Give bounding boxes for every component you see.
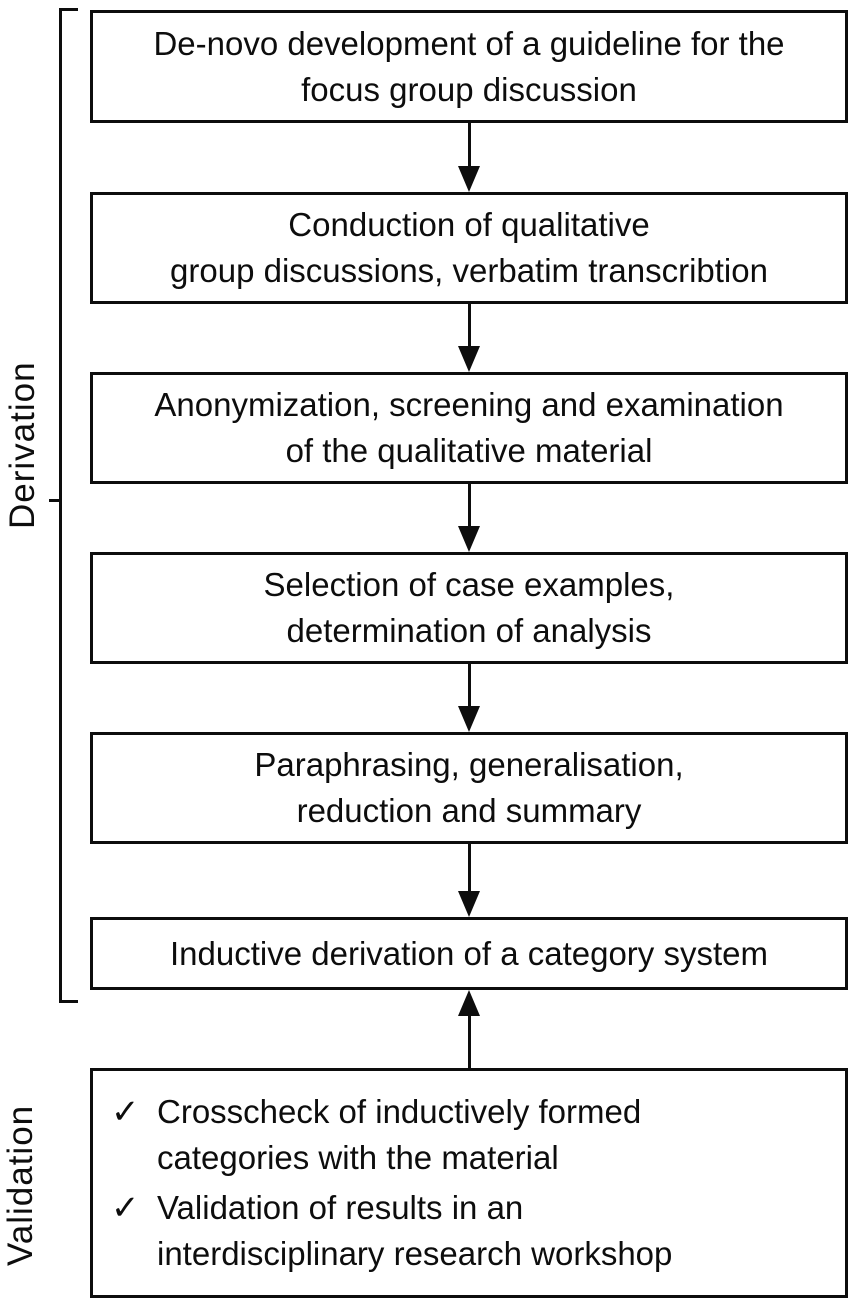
step-text-line: Selection of case examples, xyxy=(263,566,675,604)
arrow-head xyxy=(458,526,480,552)
arrow-shaft xyxy=(467,844,471,891)
checkmark-icon: ✓ xyxy=(111,1188,140,1227)
arrow-head xyxy=(458,166,480,192)
step-box-group-discussions: Conduction of qualitative group discussi… xyxy=(90,192,848,304)
validation-item-text: Validation of results in an interdiscipl… xyxy=(157,1185,827,1277)
arrow-head xyxy=(458,891,480,917)
step-box-paraphrasing: Paraphrasing, generalisation, reduction … xyxy=(90,732,848,844)
step-text-line: focus group discussion xyxy=(301,70,637,108)
step-text-line: of the qualitative material xyxy=(285,432,653,469)
arrow-shaft xyxy=(467,1016,471,1068)
validation-phase-label: Validation xyxy=(1,1104,40,1266)
step-text-line: reduction and summary xyxy=(296,792,642,829)
step-text-line: determination of analysis xyxy=(286,612,652,649)
checkmark-icon: ✓ xyxy=(111,1092,140,1131)
validation-box: ✓ Crosscheck of inductively formed categ… xyxy=(90,1068,848,1298)
derivation-bracket-top-tick xyxy=(59,8,78,11)
step-box-category-system: Inductive derivation of a category syste… xyxy=(90,917,848,990)
validation-item: ✓ Validation of results in an interdisci… xyxy=(111,1185,827,1277)
validation-item-line: Validation of results in an xyxy=(157,1188,524,1226)
flow-arrow-down-icon xyxy=(458,123,480,192)
arrow-shaft xyxy=(467,664,471,706)
arrow-head xyxy=(458,346,480,372)
arrow-head xyxy=(458,706,480,732)
arrow-head xyxy=(458,990,480,1016)
step-box-case-selection: Selection of case examples, determinatio… xyxy=(90,552,848,664)
arrow-shaft xyxy=(467,484,471,526)
step-text-line: group discussions, verbatim transcribtio… xyxy=(170,252,768,289)
flow-arrow-down-icon xyxy=(458,664,480,732)
flow-arrow-down-icon xyxy=(458,304,480,372)
flow-arrow-down-icon xyxy=(458,484,480,552)
step-text-line: Conduction of qualitative xyxy=(288,206,650,244)
step-text-line: De-novo development of a guideline for t… xyxy=(153,24,785,62)
validation-item-text: Crosscheck of inductively formed categor… xyxy=(157,1089,827,1181)
flow-arrow-down-icon xyxy=(458,844,480,917)
derivation-bracket-bottom-tick xyxy=(59,1000,78,1003)
step-text-line: Paraphrasing, generalisation, xyxy=(254,746,684,784)
flow-arrow-up-icon xyxy=(458,990,480,1068)
step-text-line: Anonymization, screening and examination xyxy=(154,386,784,424)
step-box-guideline-development: De-novo development of a guideline for t… xyxy=(90,10,848,123)
step-text-line: Inductive derivation of a category syste… xyxy=(170,934,768,972)
arrow-shaft xyxy=(467,304,471,346)
validation-item-line: categories with the material xyxy=(157,1138,559,1176)
derivation-bracket-mid-tick xyxy=(49,499,62,502)
arrow-shaft xyxy=(467,123,471,166)
step-box-anonymization: Anonymization, screening and examination… xyxy=(90,372,848,484)
validation-item: ✓ Crosscheck of inductively formed categ… xyxy=(111,1089,827,1181)
derivation-bracket-line xyxy=(59,8,62,1003)
validation-item-line: Crosscheck of inductively formed xyxy=(157,1092,642,1130)
derivation-phase-label: Derivation xyxy=(3,361,42,529)
validation-item-line: interdisciplinary research workshop xyxy=(157,1235,673,1273)
